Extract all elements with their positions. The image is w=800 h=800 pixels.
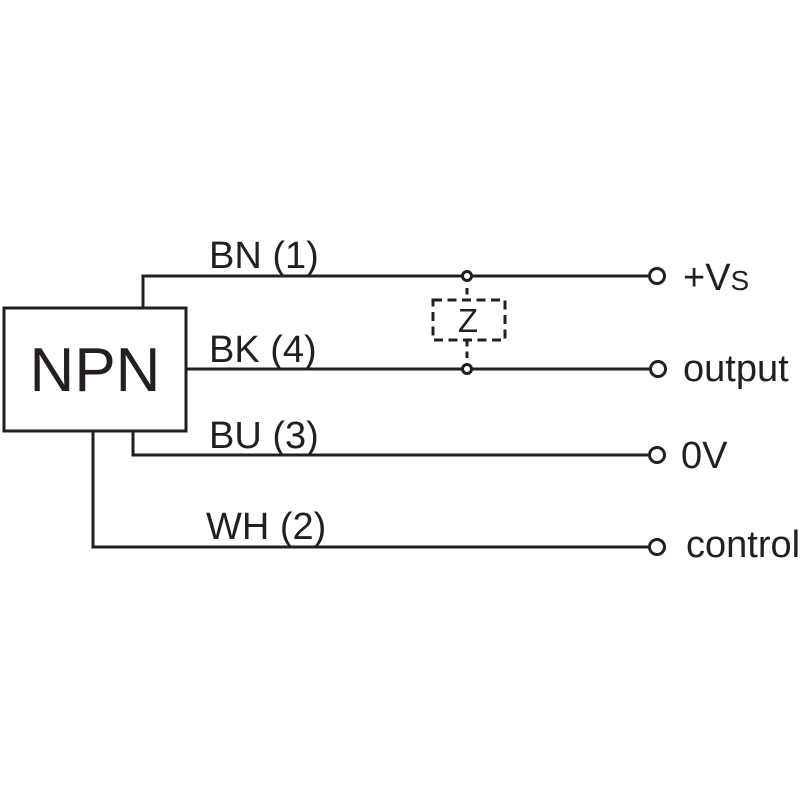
wire-bn [141,274,648,308]
terminal-node-vs [648,267,666,285]
impedance-label: Z [458,302,478,339]
terminal-label-output: output [683,348,789,390]
wire-bu [131,431,648,457]
impedance-box [431,298,507,342]
wire-wh [91,431,648,549]
npn-device-label: NPN [30,336,161,405]
terminal-label-0v: 0V [681,435,728,477]
terminal-node-output [649,360,667,378]
junction-node-bk [461,363,473,375]
wire-bn-label: BN (1) [209,235,319,277]
terminal-label-vs: +VS [683,257,749,299]
terminal-label-control: control [686,524,800,566]
terminal-node-control [648,538,666,556]
npn-device-box [2,306,188,433]
wire-wh-label: WH (2) [206,506,326,548]
terminal-node-0v [648,446,666,464]
wire-bk-label: BK (4) [209,329,317,371]
junction-node-bn [461,270,473,282]
wire-bu-label: BU (3) [209,415,319,457]
